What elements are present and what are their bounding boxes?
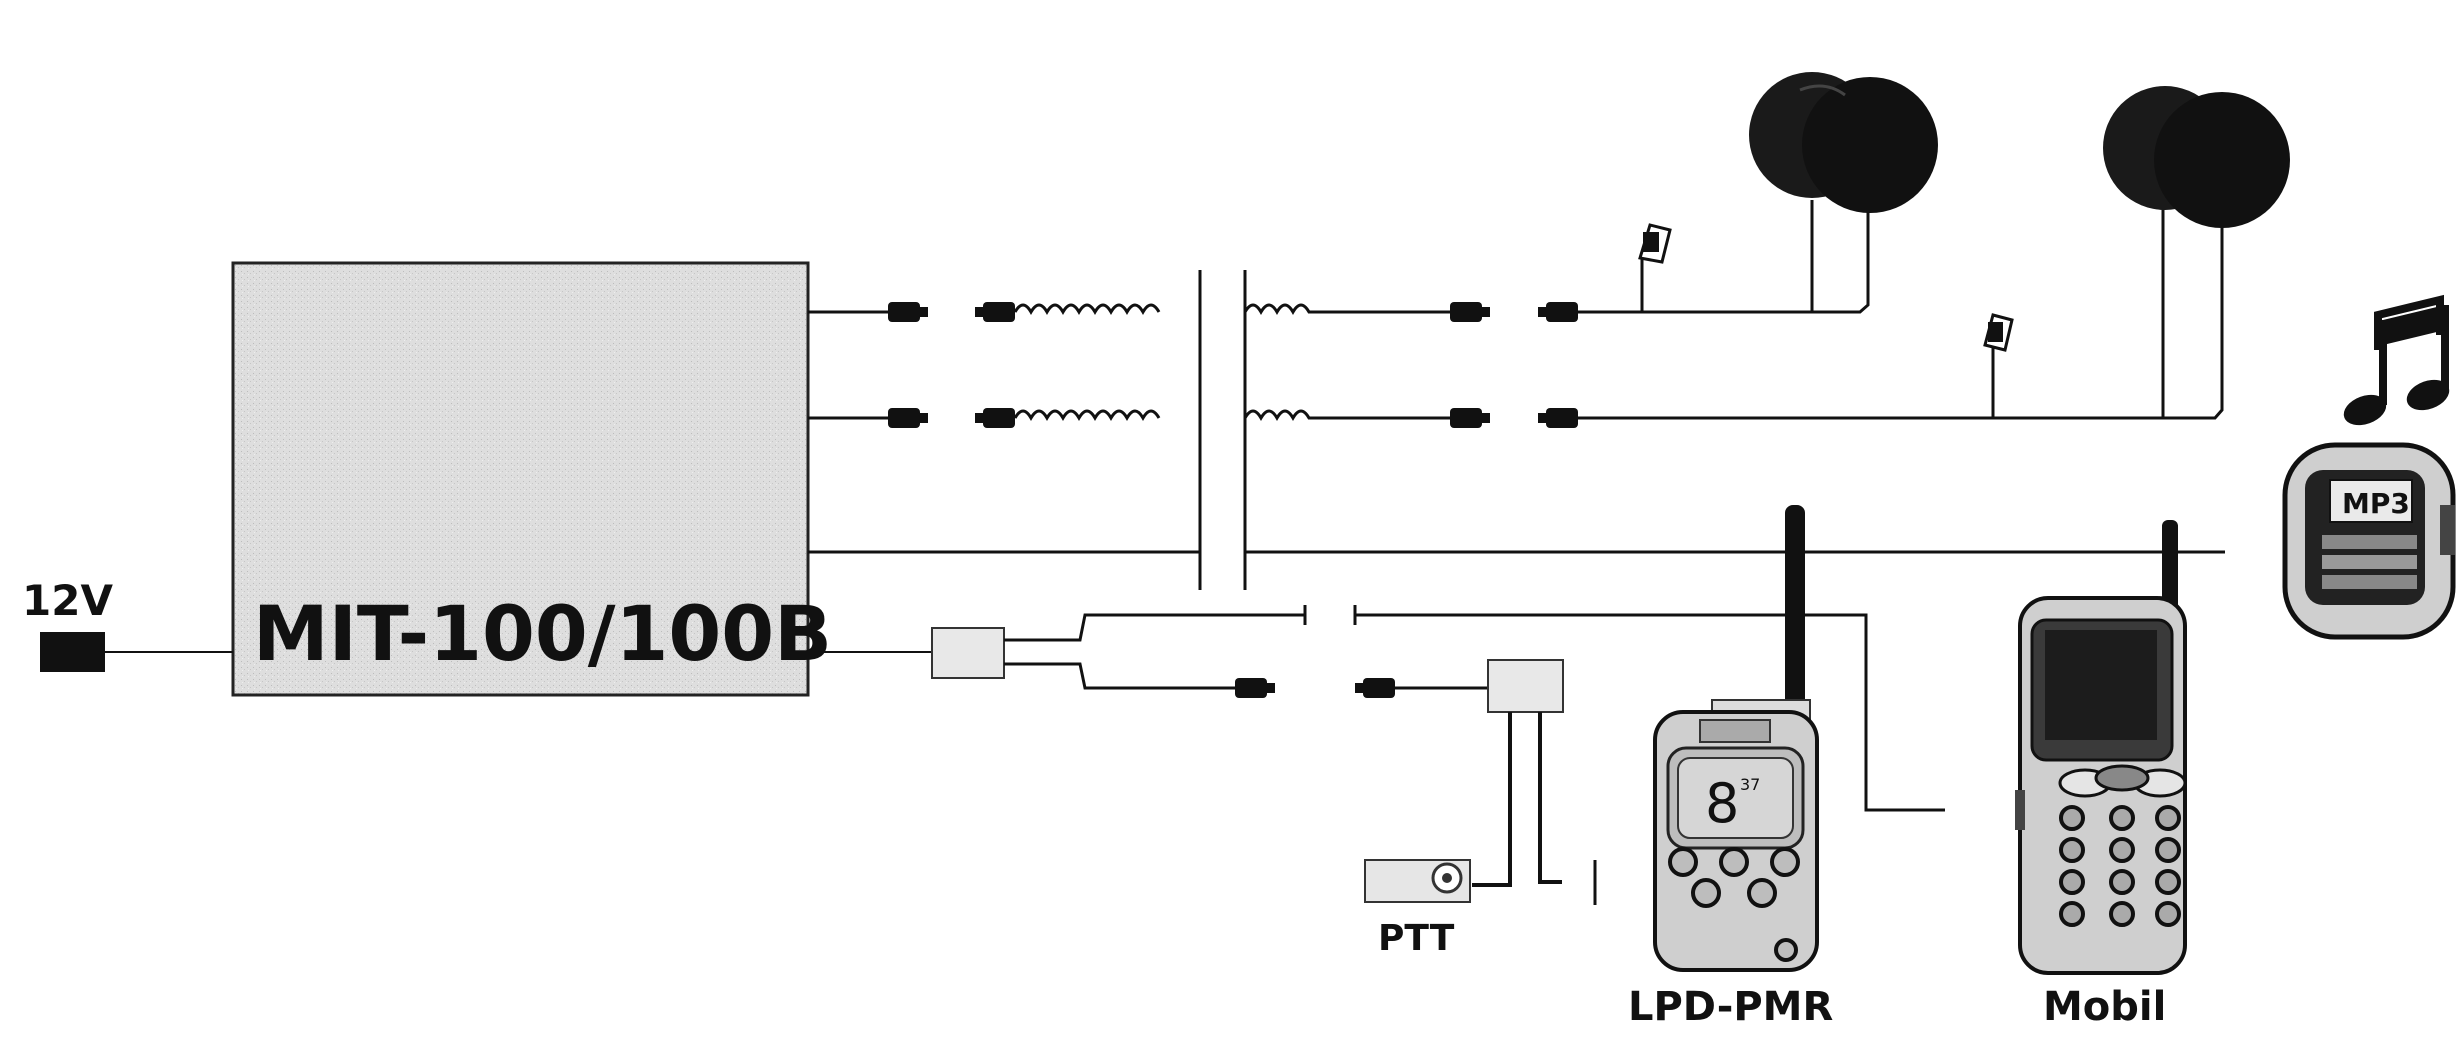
junction-box	[1487, 659, 1564, 713]
control-unit: MIT-100/100B	[231, 261, 832, 697]
plug-icon	[1538, 302, 1578, 322]
junction-box	[931, 627, 1005, 679]
plug-icon	[1450, 302, 1490, 322]
phone-key	[2059, 901, 2085, 927]
radio-key	[1774, 938, 1798, 962]
radio-key	[1719, 847, 1749, 877]
coiled-cable	[1243, 303, 1374, 316]
ptt-button: PTT	[1364, 859, 1471, 959]
plug-icon	[1538, 408, 1578, 428]
mp3-label: MP3	[2342, 487, 2410, 520]
speaker-icon	[2154, 92, 2290, 228]
music-note-icon	[2343, 294, 2450, 426]
radio-label: LPD-PMR	[1628, 984, 1833, 1030]
cable-break-markers	[1198, 270, 1597, 905]
antenna	[2162, 520, 2178, 620]
radio-device: 8 37 LPD-PMR	[1628, 505, 1833, 1030]
phone-key	[2155, 901, 2181, 927]
phone-nav-key	[2094, 764, 2150, 792]
plug-icon	[888, 408, 928, 428]
headset-2	[1983, 86, 2290, 352]
coiled-cable	[1013, 409, 1161, 422]
phone-key	[2109, 837, 2135, 863]
radio-display-value: 8	[1705, 772, 1739, 835]
unit-model-label: MIT-100/100B	[253, 589, 832, 678]
radio-key	[1747, 878, 1777, 908]
phone-key	[2155, 805, 2181, 831]
phone-key	[2059, 805, 2085, 831]
phone-label: Mobil	[2043, 984, 2166, 1030]
antenna	[1785, 505, 1805, 720]
plug-icon	[1355, 678, 1395, 698]
plug-icon	[888, 302, 928, 322]
plug-icon	[975, 408, 1015, 428]
radio-key	[1770, 847, 1800, 877]
phone-key	[2059, 837, 2085, 863]
power-connector	[40, 632, 105, 672]
power-label: 12V	[22, 576, 113, 625]
coiled-cable	[1243, 409, 1374, 422]
speaker-icon	[1802, 77, 1938, 213]
phone-key	[2109, 869, 2135, 895]
headset-1	[1638, 72, 1938, 264]
phone-key	[2109, 805, 2135, 831]
plug-icon	[975, 302, 1015, 322]
phone-key	[2059, 869, 2085, 895]
power-supply: 12V	[22, 576, 233, 672]
radio-key	[1691, 878, 1721, 908]
headset-line-2	[808, 210, 2224, 428]
ptt-wiring	[808, 613, 1945, 887]
ptt-label: PTT	[1378, 918, 1455, 959]
coiled-cable	[1013, 303, 1161, 316]
plug-icon	[1235, 678, 1275, 698]
headset-line-1	[808, 200, 1870, 322]
phone-key	[2155, 869, 2181, 895]
unit-box	[231, 261, 810, 697]
phone-key	[2109, 901, 2135, 927]
mp3-player-icon: MP3	[2282, 442, 2456, 640]
plug-icon	[1450, 408, 1490, 428]
phone-device: Mobil	[2015, 520, 2187, 1030]
phone-key	[2155, 837, 2181, 863]
radio-display-small: 37	[1740, 775, 1760, 794]
radio-key	[1668, 847, 1698, 877]
